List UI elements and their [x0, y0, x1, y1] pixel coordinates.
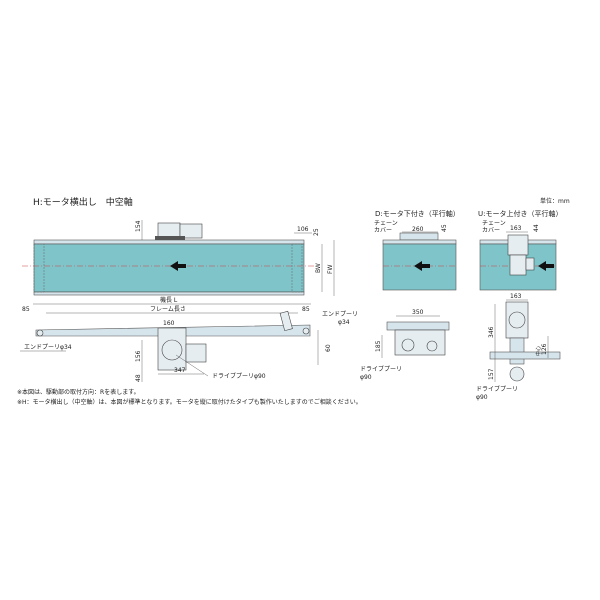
- dim-85-left: 85: [22, 306, 30, 313]
- end-pulley-right-label: エンドプーリ: [322, 311, 358, 318]
- chain-cover-label: チェーン: [374, 220, 398, 227]
- dim-126: 126: [541, 343, 548, 355]
- note-1: ※本図は、駆動部の取付方向：Rを表します。: [17, 388, 140, 396]
- direction-arrow-icon: [414, 261, 430, 271]
- dim-machine-length: 機長 L: [160, 296, 178, 304]
- dim-fw: FW: [327, 265, 334, 274]
- top-view: 154 106 25 BW FW: [22, 220, 335, 296]
- dim-106: 106: [297, 226, 309, 233]
- belt: [33, 243, 305, 293]
- end-pulley-right-dia: φ34: [338, 319, 350, 326]
- center-label: 中心: [535, 346, 542, 356]
- dim-156: 156: [135, 350, 142, 362]
- dim-44: 44: [533, 224, 540, 232]
- drive-pulley-icon: [401, 338, 415, 352]
- drive-pulley-icon: [161, 339, 183, 361]
- drive-pulley-dia: φ90: [360, 374, 372, 381]
- dim-163: 163: [510, 293, 522, 300]
- dim-157: 157: [488, 368, 495, 380]
- direction-arrow-icon: [170, 261, 186, 271]
- view-d-title: D:モータ下付き（平行軸）: [375, 209, 460, 218]
- end-pulley-left-label: エンドプーリφ34: [24, 344, 72, 351]
- dim-60: 60: [325, 344, 332, 352]
- dim-260: 260: [412, 226, 424, 233]
- dim-346: 346: [488, 326, 495, 338]
- drive-pulley-label: ドライブプーリφ90: [212, 372, 266, 380]
- drive-pulley-label: ドライブプーリ: [476, 385, 518, 393]
- drive-pulley-label: ドライブプーリ: [360, 365, 402, 373]
- view-d: D:モータ下付き（平行軸） チェーン カバー 260 45 350 185 ドラ…: [360, 209, 460, 381]
- dim-45: 45: [441, 224, 448, 232]
- chain-cover-label: チェーン: [482, 220, 506, 227]
- dim-48: 48: [135, 374, 142, 382]
- side-view: 機長 L フレーム長さ 85 85 エンドプーリ φ34 エンドプーリφ34 1…: [20, 296, 358, 382]
- dim-frame-length: フレーム長さ: [150, 306, 186, 313]
- unit-label: 単位：mm: [540, 197, 570, 205]
- view-u: U:モータ上付き（平行軸） チェーン カバー 163 44 163 346 中心…: [476, 209, 562, 401]
- dim-25: 25: [313, 228, 320, 236]
- dim-350: 350: [412, 309, 424, 316]
- dim-347: 347: [174, 367, 186, 374]
- dim-163-top: 163: [510, 225, 522, 232]
- drive-pulley-icon: [509, 366, 525, 382]
- drive-pulley-dia: φ90: [476, 394, 488, 401]
- dim-85-right: 85: [302, 306, 310, 313]
- chain-cover-label-2: カバー: [482, 227, 500, 234]
- chain-cover-label-2: カバー: [374, 227, 392, 234]
- drawing-title: H:モータ横出し 中空軸: [33, 196, 133, 208]
- view-u-title: U:モータ上付き（平行軸）: [478, 209, 562, 218]
- direction-arrow-icon: [538, 261, 554, 271]
- dim-160: 160: [163, 320, 175, 327]
- dim-185: 185: [375, 340, 382, 352]
- note-2: ※H：モータ横出し（中空軸）は、本図が標準となります。モータを縦に取付けたタイプ…: [17, 398, 362, 406]
- motor-icon: [509, 254, 527, 276]
- dim-bw: BW: [315, 263, 322, 273]
- dim-154: 154: [135, 220, 142, 232]
